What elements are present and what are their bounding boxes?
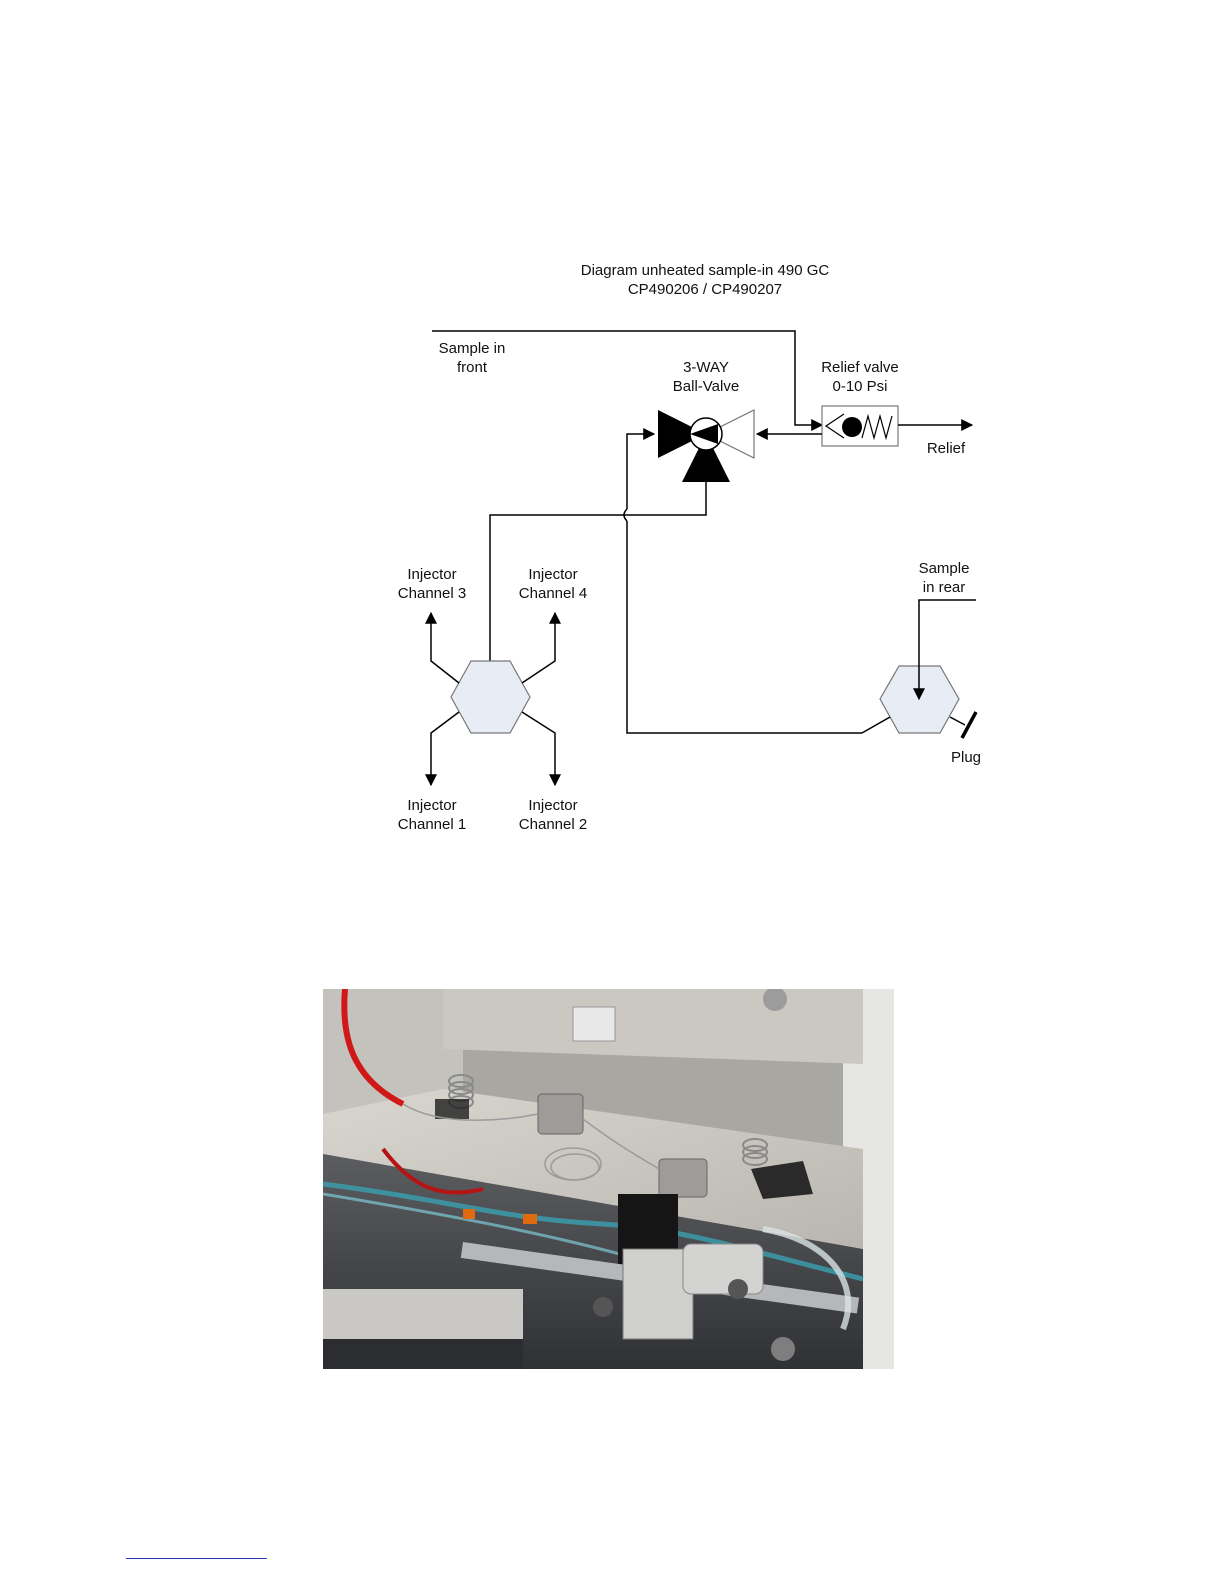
flow-diagram — [0, 0, 1224, 900]
rear-to-valve-line — [627, 521, 862, 733]
relief-valve-symbol — [822, 406, 898, 446]
injector-channel-4-line — [522, 613, 555, 683]
plug-line — [950, 717, 965, 725]
injector-channel-1-line — [431, 712, 459, 785]
rear-hex-outlet-line — [862, 717, 890, 733]
injector-channel-2-line — [522, 712, 555, 785]
three-way-ball-valve-symbol — [658, 410, 754, 482]
gc-interior-photo — [323, 989, 894, 1369]
injector-channel-3-line — [431, 613, 459, 683]
rear-to-valve-line-upper — [627, 434, 654, 509]
front-injector-hexagon — [451, 661, 530, 733]
sample-front-line — [432, 331, 822, 425]
gc-interior-illustration — [323, 989, 894, 1369]
footnote-separator — [126, 1558, 267, 1559]
valve-to-front-hex-line — [490, 482, 706, 698]
